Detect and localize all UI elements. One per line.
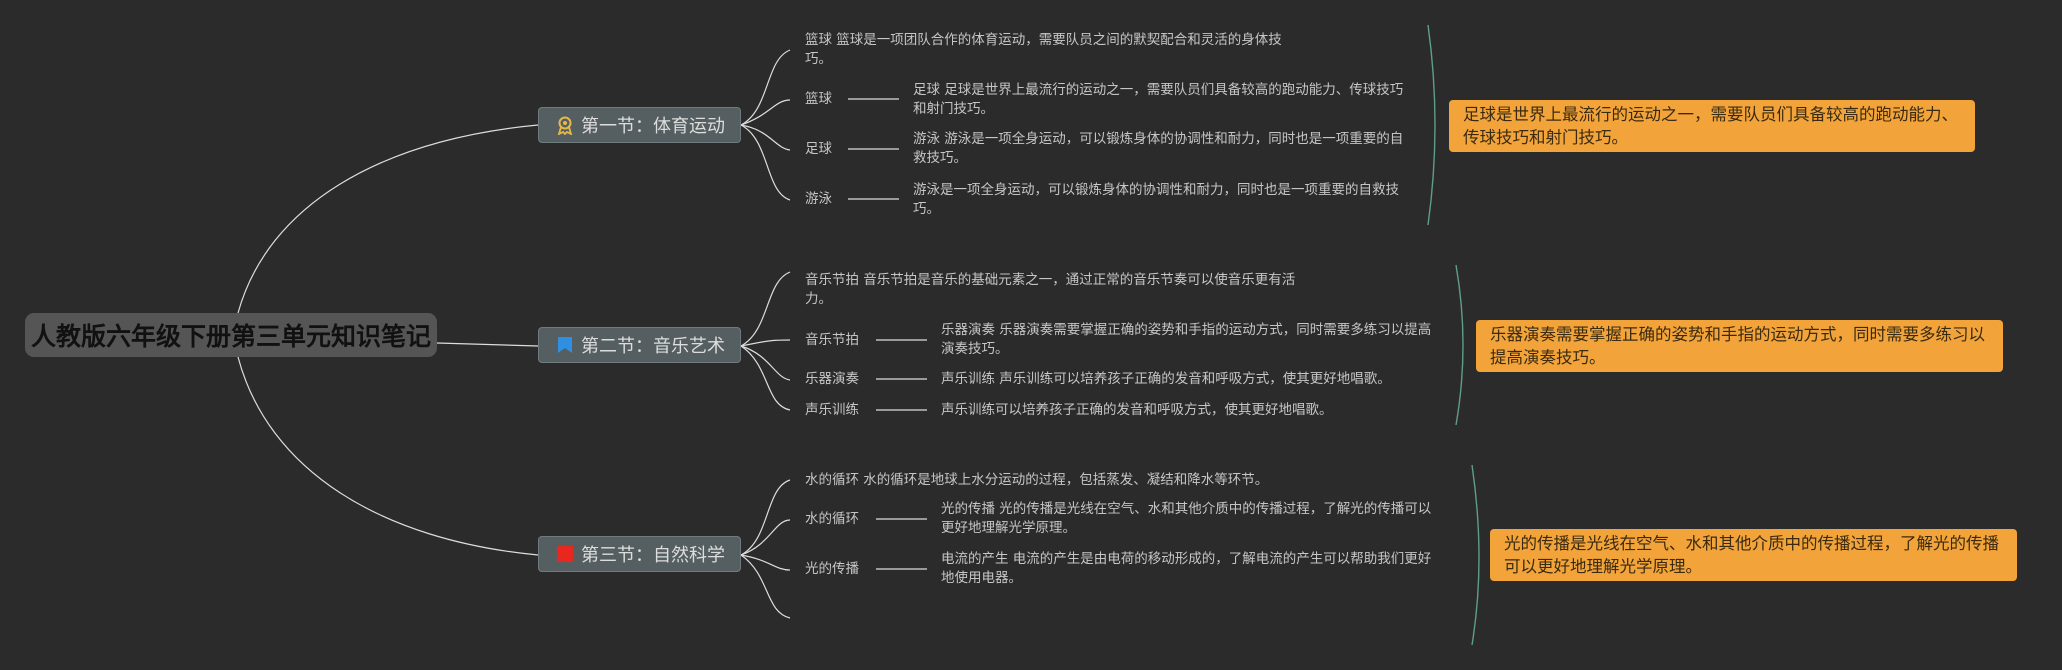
topic-label[interactable]: 光的传播	[805, 561, 859, 577]
root-topic[interactable]: 人教版六年级下册第三单元知识笔记	[25, 313, 437, 357]
section-1-note[interactable]: 足球是世界上最流行的运动之一，需要队员们具备较高的跑动能力、传球技巧和射门技巧。	[1449, 100, 1975, 152]
root-link-1	[237, 124, 539, 314]
root-link-3	[237, 356, 539, 556]
bracket-1	[1427, 24, 1436, 226]
section-2-node[interactable]: 第二节：音乐艺术	[538, 327, 741, 363]
section-1-node[interactable]: 第一节：体育运动	[538, 107, 741, 143]
root-link-2	[436, 342, 539, 347]
topic-label[interactable]: 游泳	[805, 191, 832, 207]
section-title: 第一节：体育运动	[581, 116, 725, 137]
topic-label[interactable]: 声乐训练	[805, 402, 859, 418]
topic-label[interactable]: 音乐节拍	[805, 332, 859, 348]
section-3-summary[interactable]: 水的循环 水的循环是地球上水分运动的过程，包括蒸发、凝结和降水等环节。	[805, 472, 1269, 488]
topic-detail[interactable]: 电流的产生 电流的产生是由电荷的移动形成的，了解电流的产生可以帮助我们更好地使用…	[941, 551, 1432, 586]
topic-detail[interactable]: 声乐训练 声乐训练可以培养孩子正确的发音和呼吸方式，使其更好地唱歌。	[941, 371, 1391, 387]
topic-detail[interactable]: 游泳 游泳是一项全身运动，可以锻炼身体的协调性和耐力，同时也是一项重要的自救技巧…	[913, 131, 1404, 166]
bracket-2	[1455, 264, 1464, 426]
topic-detail[interactable]: 足球 足球是世界上最流行的运动之一，需要队员们具备较高的跑动能力、传球技巧和射门…	[913, 82, 1404, 117]
section-3-note[interactable]: 光的传播是光线在空气、水和其他介质中的传播过程，了解光的传播可以更好地理解光学原…	[1490, 529, 2017, 581]
topic-detail[interactable]: 乐器演奏 乐器演奏需要掌握正确的姿势和手指的运动方式，同时需要多练习以提高演奏技…	[941, 322, 1432, 357]
red-flag-icon	[555, 544, 575, 564]
topic-label[interactable]: 水的循环	[805, 511, 859, 527]
award-ribbon-icon	[555, 115, 575, 135]
section-1-summary[interactable]: 篮球 篮球是一项团队合作的体育运动，需要队员之间的默契配合和灵活的身体技巧。	[805, 32, 1282, 67]
bracket-3	[1471, 464, 1480, 646]
section-title: 第二节：音乐艺术	[581, 336, 725, 357]
section-2-summary[interactable]: 音乐节拍 音乐节拍是音乐的基础元素之一，通过正常的音乐节奏可以使音乐更有活力。	[805, 272, 1296, 307]
topic-detail[interactable]: 声乐训练可以培养孩子正确的发音和呼吸方式，使其更好地唱歌。	[941, 402, 1333, 418]
root-title: 人教版六年级下册第三单元知识笔记	[30, 322, 431, 351]
topic-detail[interactable]: 光的传播 光的传播是光线在空气、水和其他介质中的传播过程，了解光的传播可以更好地…	[941, 501, 1432, 536]
topic-label[interactable]: 足球	[805, 141, 832, 157]
topic-label[interactable]: 篮球	[805, 91, 832, 107]
topic-detail[interactable]: 游泳是一项全身运动，可以锻炼身体的协调性和耐力，同时也是一项重要的自救技巧。	[913, 182, 1399, 217]
section-2-note[interactable]: 乐器演奏需要掌握正确的姿势和手指的运动方式，同时需要多练习以提高演奏技巧。	[1476, 320, 2003, 372]
topic-label[interactable]: 乐器演奏	[805, 371, 859, 387]
section-3-node[interactable]: 第三节：自然科学	[538, 536, 741, 572]
section-title: 第三节：自然科学	[581, 545, 725, 566]
blue-flag-icon	[555, 335, 575, 355]
